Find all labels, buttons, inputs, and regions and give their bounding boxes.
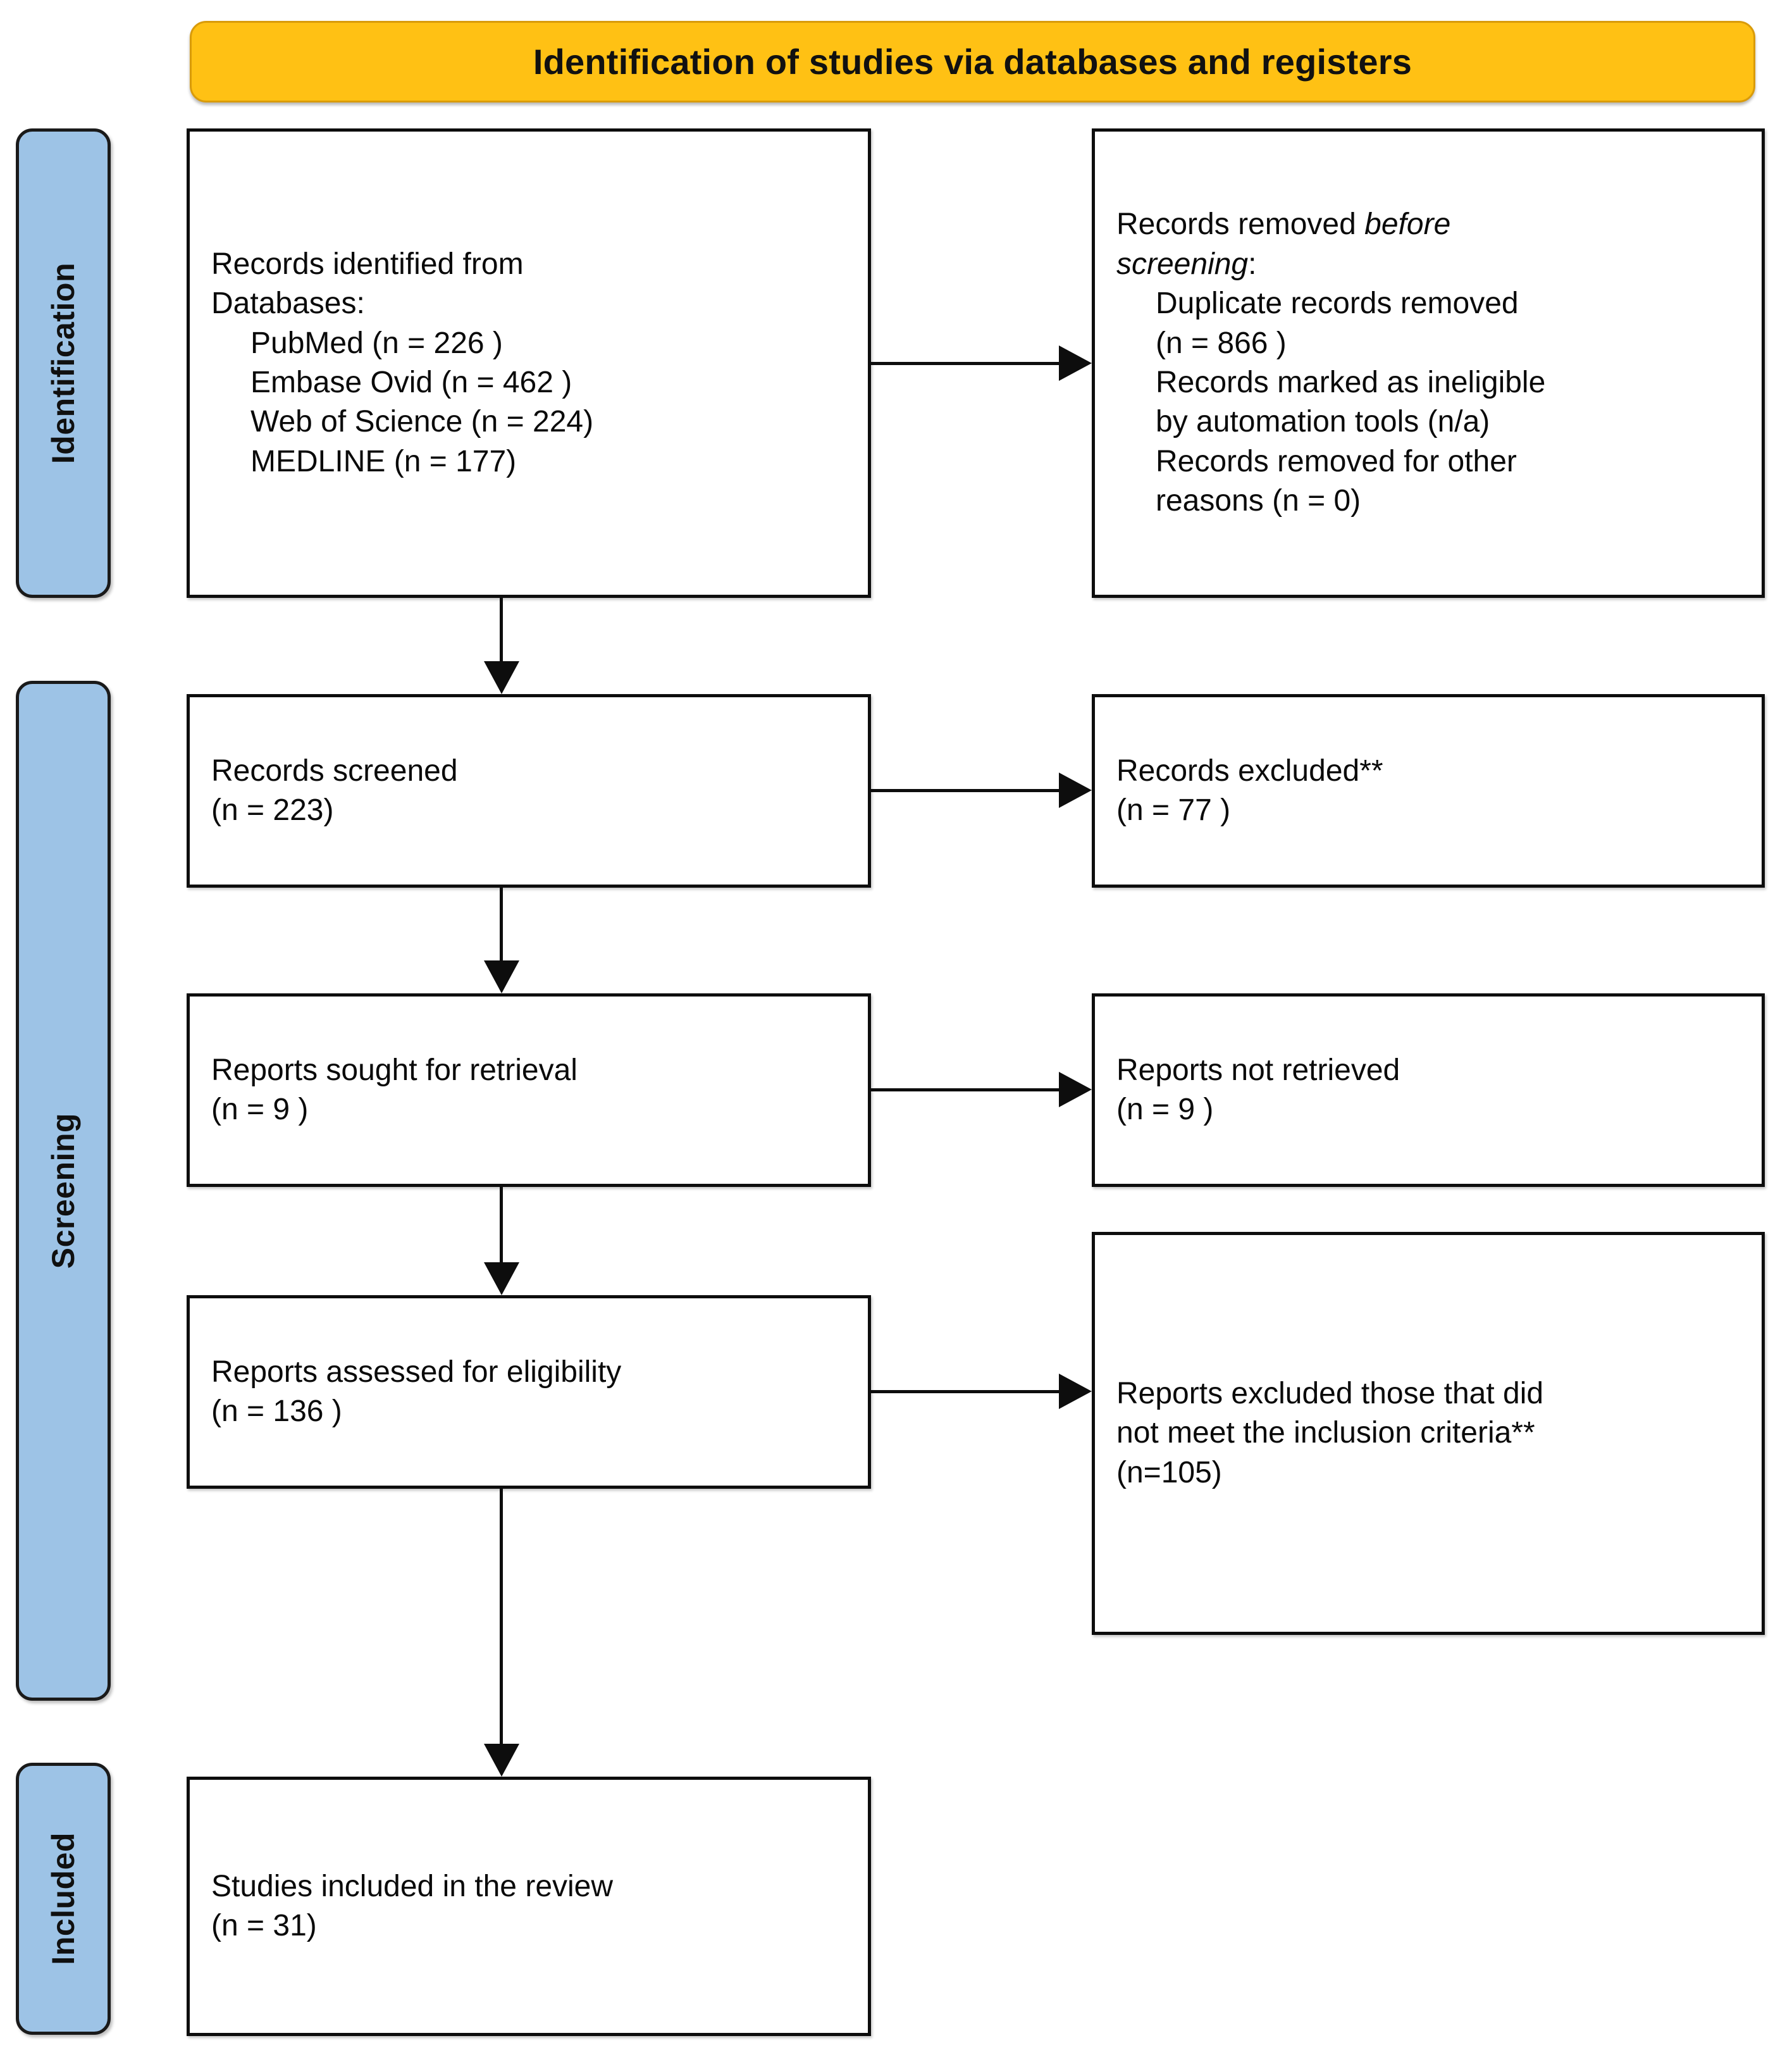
records-ineligible-automation-line1: Records marked as ineligible <box>1156 366 1546 399</box>
box-records-screened: Records screened (n = 223) <box>187 694 871 888</box>
stage-label-screening: Screening <box>16 681 111 1701</box>
banner-title: Identification of studies via databases … <box>533 41 1412 82</box>
reports-sought-label: Reports sought for retrieval <box>211 1053 578 1087</box>
records-removed-heading-cont: screening: <box>1116 247 1257 281</box>
box-studies-included: Studies included in the review (n = 31) <box>187 1777 871 2036</box>
arrow-right-icon <box>1059 1072 1092 1107</box>
connector-assessed-to-included <box>500 1489 503 1744</box>
box-records-identified: Records identified from Databases: PubMe… <box>187 128 871 598</box>
box-reports-not-retrieved: Reports not retrieved (n = 9 ) <box>1092 993 1765 1187</box>
reports-not-retrieved-label: Reports not retrieved <box>1116 1053 1400 1087</box>
connector-screened-to-excluded <box>871 789 1059 792</box>
records-identified-line1: Records identified from <box>211 247 524 281</box>
records-screened-label: Records screened <box>211 754 458 788</box>
box-reports-sought-for-retrieval: Reports sought for retrieval (n = 9 ) <box>187 993 871 1187</box>
reports-assessed-label: Reports assessed for eligibility <box>211 1355 622 1389</box>
arrow-down-icon <box>484 661 519 694</box>
records-excluded-label: Records excluded** <box>1116 754 1383 788</box>
box-records-removed-before-screening: Records removed before screening: Duplic… <box>1092 128 1765 598</box>
reports-excluded-line1: Reports excluded those that did <box>1116 1376 1544 1410</box>
box-reports-assessed-for-eligibility: Reports assessed for eligibility (n = 13… <box>187 1295 871 1489</box>
connector-sought-to-assessed <box>500 1187 503 1262</box>
stage-label-identification-text: Identification <box>46 262 81 464</box>
arrow-right-icon <box>1059 345 1092 381</box>
stage-label-included-text: Included <box>46 1832 81 1965</box>
connector-identified-to-screened <box>500 598 503 661</box>
records-excluded-count: (n = 77 ) <box>1116 793 1231 827</box>
records-removed-heading: Records removed before <box>1116 208 1451 242</box>
header-banner: Identification of studies via databases … <box>190 21 1755 102</box>
studies-included-count: (n = 31) <box>211 1909 317 1942</box>
records-removed-other-line2: reasons (n = 0) <box>1156 484 1361 518</box>
source-embase-ovid: Embase Ovid (n = 462 ) <box>250 366 572 399</box>
duplicate-records-removed-count: (n = 866 ) <box>1156 326 1287 360</box>
connector-identified-to-removed <box>871 362 1059 365</box>
arrow-right-icon <box>1059 1374 1092 1409</box>
arrow-right-icon <box>1059 773 1092 808</box>
connector-sought-to-not-retrieved <box>871 1088 1059 1091</box>
records-removed-other-line1: Records removed for other <box>1156 444 1517 478</box>
source-pubmed: PubMed (n = 226 ) <box>250 326 503 360</box>
stage-label-included: Included <box>16 1763 111 2035</box>
duplicate-records-removed-label: Duplicate records removed <box>1156 287 1519 321</box>
records-identified-line2: Databases: <box>211 287 365 321</box>
stage-label-identification: Identification <box>16 128 111 598</box>
records-ineligible-automation-line2: by automation tools (n/a) <box>1156 405 1490 439</box>
studies-included-label: Studies included in the review <box>211 1869 614 1903</box>
box-records-excluded: Records excluded** (n = 77 ) <box>1092 694 1765 888</box>
records-screened-count: (n = 223) <box>211 793 334 827</box>
reports-excluded-count: (n=105) <box>1116 1455 1222 1489</box>
reports-assessed-count: (n = 136 ) <box>211 1394 342 1428</box>
box-reports-excluded: Reports excluded those that did not meet… <box>1092 1232 1765 1635</box>
reports-excluded-line2: not meet the inclusion criteria** <box>1116 1416 1535 1450</box>
stage-label-screening-text: Screening <box>46 1112 81 1269</box>
connector-assessed-to-excluded <box>871 1390 1059 1393</box>
arrow-down-icon <box>484 1744 519 1777</box>
connector-screened-to-sought <box>500 888 503 960</box>
source-web-of-science: Web of Science (n = 224) <box>250 405 594 439</box>
reports-sought-count: (n = 9 ) <box>211 1093 309 1126</box>
reports-not-retrieved-count: (n = 9 ) <box>1116 1093 1214 1126</box>
arrow-down-icon <box>484 960 519 993</box>
source-medline: MEDLINE (n = 177) <box>250 444 517 478</box>
arrow-down-icon <box>484 1262 519 1295</box>
